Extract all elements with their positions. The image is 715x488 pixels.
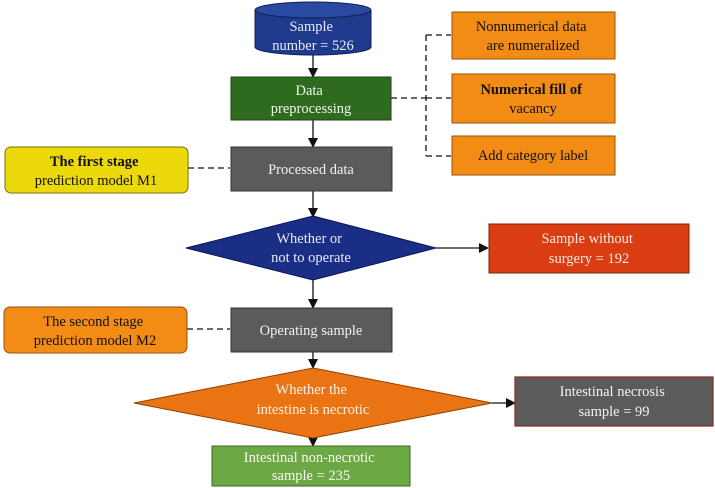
nonnumerical-box [451,11,616,60]
processed-label: Processed data [268,162,354,178]
numerical-fill-label-line-2: vacancy [509,101,557,117]
operating-box [230,307,393,353]
svg-text:Operating sample: Operating sample [260,323,363,339]
sample-label-line-1: Sample [289,19,333,35]
preprocess-box [230,76,392,121]
category-label-box [451,135,616,176]
svg-text:Nonnumerical data are nu: Nonnumerical data are numeralized [476,19,590,54]
operate-decision-line-1: Whether or [276,231,342,247]
processed-node: Processed data [230,146,393,192]
non-necrotic-node: Intestinal non-necrotic sample = 235 [211,445,411,487]
numerical-fill-node: Numerical fill of vacancy [451,73,616,124]
stage2-model-label-line-2: prediction model M2 [34,333,156,349]
nonnumerical-node: Nonnumerical data are numeralized [451,11,616,60]
svg-text:Sample number = 526: Sample number = 526 [272,19,353,54]
no-surgery-node: Sample without surgery = 192 [488,223,690,274]
stage2-model-label-line-1: The second stage [43,314,143,330]
operate-decision-diamond [185,215,438,281]
numerical-fill-box [451,73,616,124]
necrotic-decision-diamond [133,367,493,439]
operating-label: Operating sample [260,323,363,339]
necrosis-label-line-2: sample = 99 [579,404,650,420]
operating-node: Operating sample [230,307,393,353]
svg-text:The first stage predicti: The first stage prediction model M1 [35,154,157,189]
stage1-model-node: The first stage prediction model M1 [4,146,189,194]
sample-cylinder-top [254,1,372,19]
stage1-model-box [4,146,189,194]
preprocess-label-line-2: preprocessing [271,101,352,117]
no-surgery-label-line-2: surgery = 192 [549,251,629,267]
svg-text:Intestinal necrosis samp: Intestinal necrosis sample = 99 [560,384,669,420]
preprocess-node: Data preprocessing [230,76,392,121]
sample-cylinder-body [254,10,372,56]
preprocess-label-line-1: Data [296,83,324,99]
operate-decision-node: Whether or not to operate [185,215,438,281]
svg-text:Numerical fill of vacanc: Numerical fill of vacancy [480,82,585,117]
operate-decision-line-2: not to operate [271,250,351,266]
necrosis-node: Intestinal necrosis sample = 99 [514,376,714,427]
non-necrotic-box [211,445,411,487]
svg-text:The second stage predict: The second stage prediction model M2 [34,314,156,349]
connectors [187,34,516,447]
no-surgery-label-line-1: Sample without [541,231,632,247]
necrotic-decision-node: Whether the intestine is necrotic [133,367,493,439]
no-surgery-box [488,223,690,274]
non-necrotic-label-line-2: sample = 235 [272,468,350,484]
svg-text:Add category label: Add category label [478,148,588,164]
non-necrotic-label-line-1: Intestinal non-necrotic [244,450,375,466]
nonnumerical-label-line-1: Nonnumerical data [476,19,587,35]
svg-text:Whether the intestine is: Whether the intestine is necrotic [257,382,370,418]
dashed-links [187,34,451,330]
category-label-text: Add category label [478,148,588,164]
svg-text:Data preprocessing: Data preprocessing [271,83,352,117]
stage1-model-label-line-1: The first stage [50,154,139,170]
necrosis-box [514,376,714,427]
necrosis-label-line-1: Intestinal necrosis [560,384,665,400]
stage1-model-label-line-2: prediction model M1 [35,173,157,189]
sample-label-line-2: number = 526 [272,38,353,54]
svg-text:Whether or not to operat: Whether or not to operate [271,231,351,266]
svg-text:Intestinal non-necrotic: Intestinal non-necrotic sample = 235 [244,450,378,484]
category-label-node: Add category label [451,135,616,176]
necrotic-decision-line-1: Whether the [276,382,347,398]
necrotic-decision-line-2: intestine is necrotic [257,402,370,418]
stage2-model-box [3,306,188,354]
svg-text:Sample without surgery =: Sample without surgery = 192 [541,231,636,267]
stage2-model-node: The second stage prediction model M2 [3,306,188,354]
sample-node: Sample number = 526 [254,1,372,56]
numerical-fill-label-line-1: Numerical fill of [480,82,582,98]
svg-text:Processed data: Processed data [268,162,354,178]
nonnumerical-label-line-2: are numeralized [487,38,581,54]
processed-box [230,146,393,192]
